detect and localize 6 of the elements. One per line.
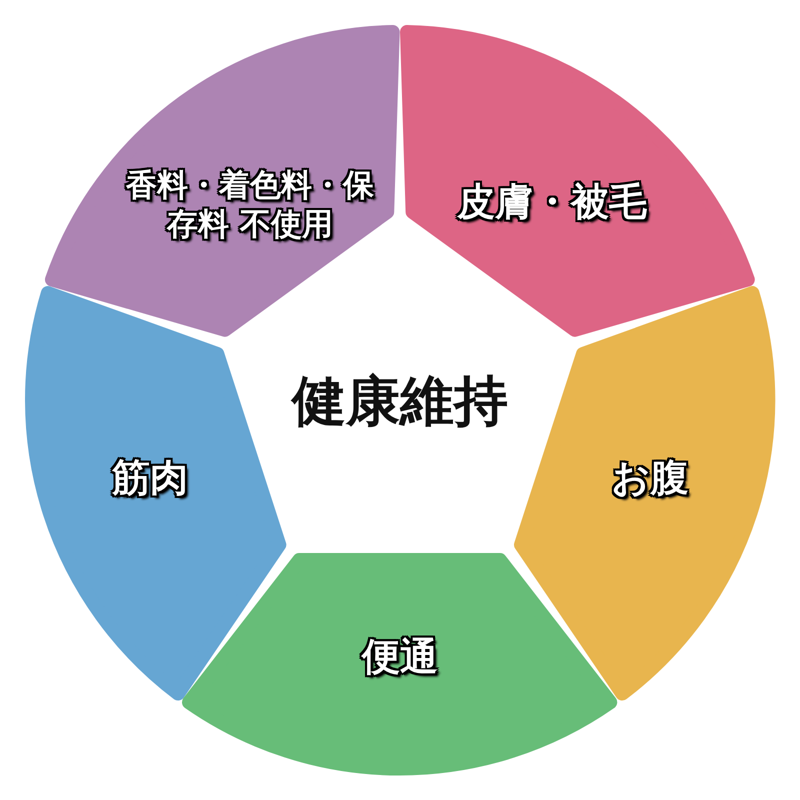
segment-label: 便通 <box>360 633 439 680</box>
segment-label: 筋肉 <box>110 454 189 502</box>
segment-label: お腹 <box>610 454 690 502</box>
center-label: 健康維持 <box>292 368 508 434</box>
segment-label: 皮膚・被毛 <box>456 178 648 226</box>
segment-label: 香料・着色料・保存料 不使用 <box>124 166 375 244</box>
